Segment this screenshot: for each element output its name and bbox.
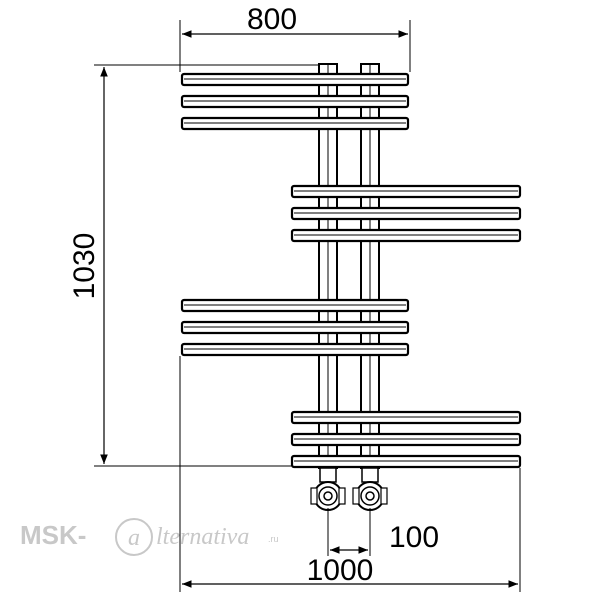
watermark-suffix: .ru xyxy=(268,534,279,544)
dimension-top-width: 800 xyxy=(179,3,411,72)
vertical-pipes xyxy=(318,63,380,469)
bar-group-4 xyxy=(290,410,522,469)
label-bottom-width: 1000 xyxy=(307,554,374,587)
valve-right xyxy=(352,467,388,511)
label-top-width: 800 xyxy=(247,3,297,36)
label-pipe-spacing: 100 xyxy=(389,521,439,554)
bar-group-2 xyxy=(290,184,522,243)
watermark-brand: MSK- xyxy=(20,520,86,550)
dimension-bottom-width: 1000 xyxy=(179,356,521,592)
watermark-script: lternativa xyxy=(156,524,249,550)
dimension-pipe-spacing: 100 xyxy=(327,508,439,556)
watermark-at-letter: a xyxy=(128,525,140,551)
valve-left xyxy=(310,467,346,511)
label-height: 1030 xyxy=(68,233,101,300)
bar-group-3 xyxy=(180,298,410,357)
bar-group-1 xyxy=(180,72,410,131)
watermark: MSK- a lternativa .ru xyxy=(20,518,279,556)
watermark-at-icon xyxy=(115,518,153,556)
